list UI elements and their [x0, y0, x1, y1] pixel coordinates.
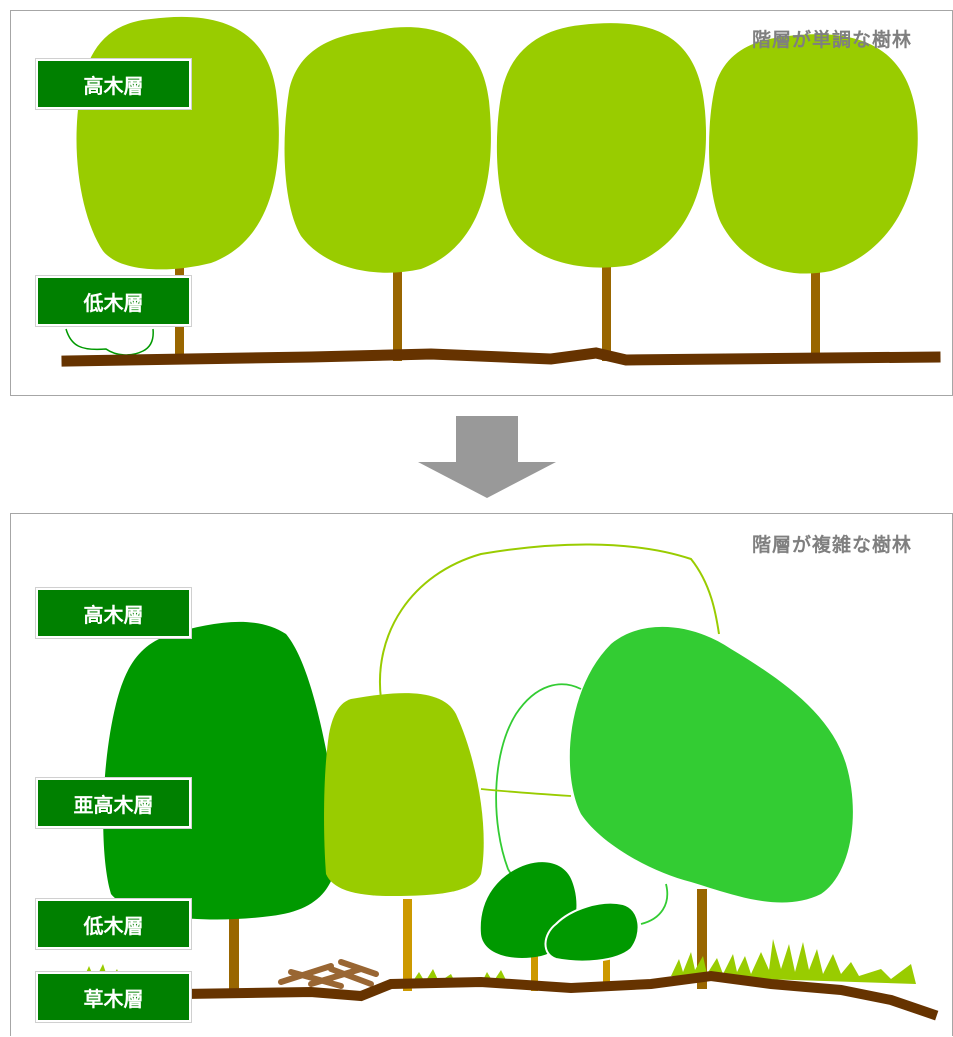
vine-line	[480, 788, 572, 797]
tree-crown	[496, 23, 707, 268]
vine-line	[379, 543, 720, 700]
tree-crown	[324, 693, 484, 896]
complex-forest-illustration	[81, 543, 939, 1021]
fallen-branch	[278, 959, 379, 989]
panel-title: 階層が複雑な樹林	[751, 534, 912, 556]
label-shrub-layer: 低木層	[36, 276, 191, 326]
tree-crown	[709, 34, 918, 274]
panel-title: 階層が単調な樹林	[751, 29, 912, 51]
tree-crown	[569, 626, 853, 903]
tree-trunk	[603, 954, 610, 991]
tree-trunk	[403, 899, 412, 991]
label-shrub-layer: 低木層	[36, 899, 191, 949]
tree-trunk	[531, 949, 538, 991]
grass-clump	[671, 939, 916, 984]
tree-trunk	[602, 263, 611, 361]
tree-crown	[103, 621, 339, 920]
tree-crown	[76, 16, 279, 270]
tree-trunk	[811, 269, 820, 361]
vine-line	[495, 683, 582, 886]
label-tall-tree-layer: 高木層	[36, 588, 191, 638]
label-tall-tree-layer: 高木層	[36, 59, 191, 109]
shrub-crown	[544, 901, 640, 963]
vine-line	[640, 883, 669, 925]
tree-trunk	[393, 266, 402, 361]
shrub-outline	[65, 328, 154, 356]
tree-trunk	[697, 889, 707, 989]
monotonous-forest-illustration	[61, 16, 941, 367]
label-subtall-tree-layer: 亜高木層	[36, 778, 191, 828]
down-arrow-icon	[418, 416, 556, 498]
tree-crown	[284, 27, 491, 273]
label-herb-layer: 草木層	[36, 972, 191, 1022]
complex-forest-panel: 階層が複雑な樹林 高木層 亜高木層 低木層 草木層	[10, 513, 953, 1036]
monotonous-forest-panel: 階層が単調な樹林 高木層 低木層	[10, 10, 953, 396]
ground-line	[175, 970, 939, 1021]
tree-trunk	[229, 912, 239, 992]
ground-line	[61, 347, 941, 367]
